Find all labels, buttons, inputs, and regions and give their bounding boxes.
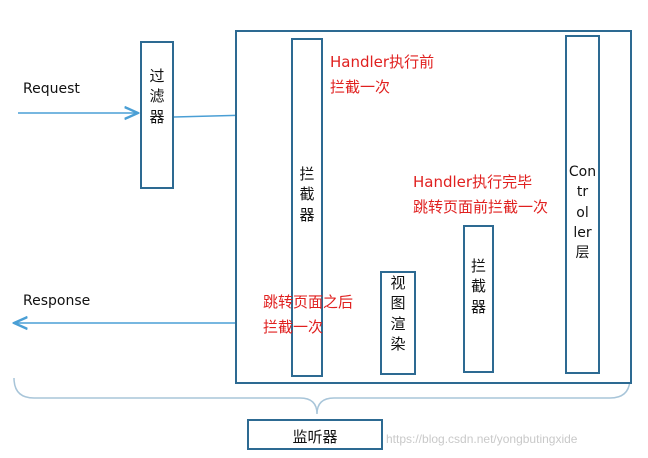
listener-label: 监听器 — [292, 428, 338, 446]
post-interceptor-label: 拦 截 器 — [470, 257, 486, 316]
before-handler-annotation: Handler执行前 拦截一次 — [330, 53, 435, 96]
interceptor-box — [291, 38, 323, 377]
filter-label: 过 滤 器 — [149, 67, 165, 126]
listener-brace — [13, 377, 631, 415]
watermark: https://blog.csdn.net/yongbutingxide — [386, 432, 578, 446]
view-render-box — [380, 271, 416, 375]
after-render-annotation: 跳转页面之后 拦截一次 — [263, 293, 354, 336]
interceptor-label: 拦 截 器 — [299, 165, 315, 224]
controller-box — [565, 35, 600, 374]
post-interceptor-box — [463, 225, 494, 373]
filter-box — [140, 41, 174, 189]
controller-label: Con tr ol ler 层 — [568, 164, 597, 262]
request-label: Request — [23, 81, 80, 97]
response-label: Response — [23, 293, 91, 309]
listener-box — [247, 419, 383, 450]
view-render-label: 视 图 渲 染 — [390, 274, 406, 353]
after-handler-annotation: Handler执行完毕 跳转页面前拦截一次 — [413, 173, 549, 216]
